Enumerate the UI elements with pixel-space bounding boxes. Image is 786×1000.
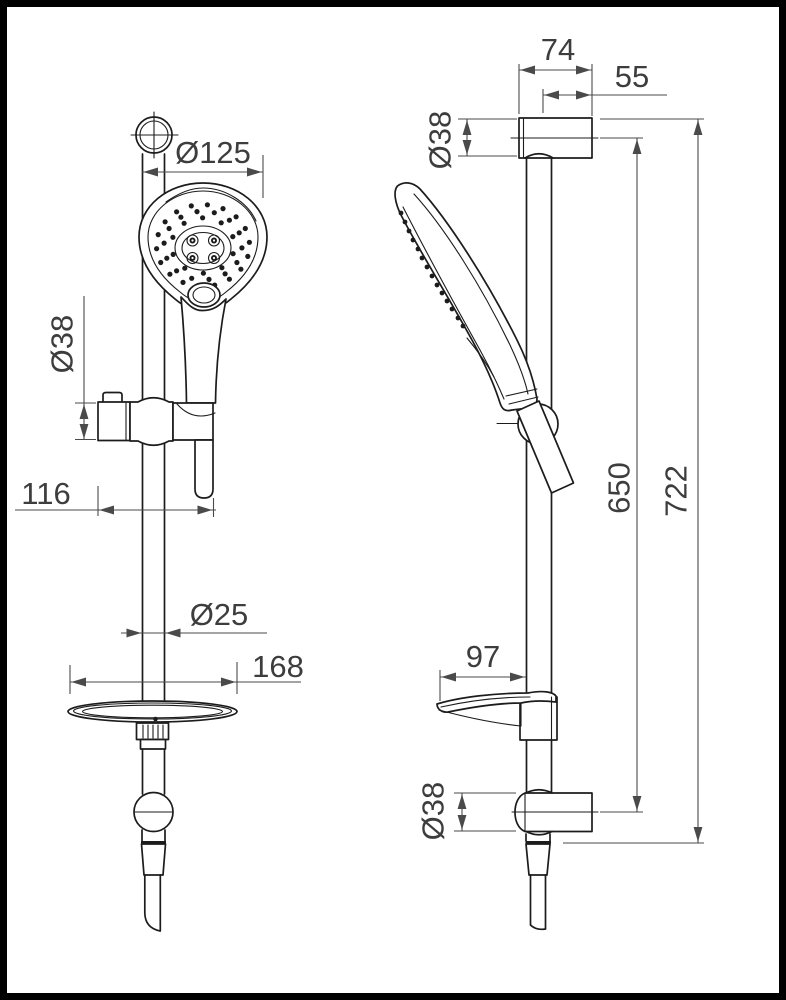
front-holder-knob: [102, 391, 123, 404]
side-top-bracket: [510, 117, 599, 159]
front-hose: [143, 874, 162, 932]
front-top-bracket: [130, 111, 179, 159]
side-handle-sleeve: [516, 400, 575, 494]
jet: [186, 234, 221, 265]
dim-bar-diameter-label: Ø25: [190, 597, 249, 632]
dim-dish-width-label: 168: [252, 649, 304, 684]
front-holder-cup: [172, 402, 214, 441]
front-holder-body: [129, 396, 174, 447]
dim-bracket-width-label: 74: [541, 32, 575, 67]
dim-overall-height-label: 722: [659, 465, 694, 517]
dim-holder-diameter-label: Ø38: [45, 315, 80, 374]
dim-top-bracket-diameter-label: Ø38: [423, 111, 458, 170]
front-holder: [97, 391, 216, 499]
front-view: Ø125 Ø38 116 Ø25 168: [15, 111, 304, 932]
side-soap-dish: [436, 690, 558, 741]
dim-bar-to-wall-label: 55: [615, 59, 649, 94]
side-view: 74 55 Ø38 650 7: [394, 32, 704, 931]
front-dimensions: Ø125 Ø38 116 Ø25 168: [15, 135, 304, 694]
side-hose: [529, 874, 547, 931]
front-handle: [180, 296, 227, 404]
dim-head-diameter-label: Ø125: [175, 135, 251, 170]
front-centre-jets: [174, 225, 232, 271]
side-hand-shower: [394, 182, 539, 412]
dim-holder-width-label: 116: [21, 476, 70, 511]
dim-dish-depth-label: 97: [466, 639, 500, 674]
dim-bottom-bracket-diameter-label: Ø38: [416, 782, 451, 841]
side-holder-ring: [496, 400, 575, 494]
front-soap-dish: [67, 700, 238, 750]
front-holder-lever: [97, 401, 131, 442]
front-bottom-bracket-ball: [133, 791, 174, 876]
front-hand-shower: [138, 182, 268, 404]
side-bottom-bracket: [511, 788, 599, 876]
front-nozzle-dots: [154, 202, 252, 289]
side-face-nozzles: [398, 210, 466, 329]
dim-rail-length-label: 650: [602, 462, 637, 514]
front-handle-end: [194, 439, 214, 499]
side-dimensions: 74 55 Ø38 650 7: [416, 32, 704, 844]
